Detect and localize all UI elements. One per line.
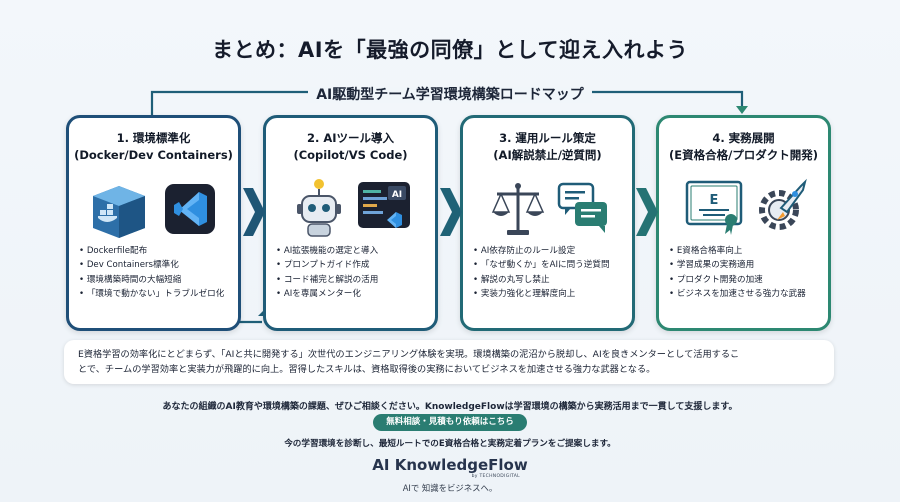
- card-2-title: 2. AIツール導入: [306, 131, 395, 145]
- card-1-heading: 1. 環境標準化 (Docker/Dev Containers): [69, 130, 238, 164]
- list-item: Dev Containers標準化: [79, 258, 239, 272]
- docker-icon: [93, 184, 215, 238]
- scales-icon: [491, 183, 545, 235]
- chevron-right-icon: [243, 188, 265, 236]
- list-item: プロダクト開発の加速: [669, 273, 829, 287]
- roadmap-card-4: 4. 実務展開 (E資格合格/プロダクト開発) E E資格合格率向上: [656, 115, 831, 331]
- list-item: 解説の丸写し禁止: [473, 273, 633, 287]
- brand-logo: AI KnowledgeFlow: [372, 456, 528, 474]
- summary-line-2: とで、チームの学習効率と実装力が飛躍的に向上。習得したスキルは、資格取得後の実務…: [78, 364, 656, 375]
- summary-line-1: E資格学習の効率化にとどまらず、「AIと共に開発する」次世代のエンジニアリング体…: [78, 349, 740, 360]
- card-3-icon-art: [491, 182, 607, 235]
- certificate-letter: E: [710, 193, 719, 208]
- list-item: プロンプトガイド作成: [276, 258, 436, 272]
- ai-badge: AI: [392, 190, 402, 200]
- card-1-bullets: Dockerfile配布 Dev Containers標準化 環境構築時間の大幅…: [79, 244, 239, 302]
- card-4-bullets: E資格合格率向上 学習成果の実務適用 プロダクト開発の加速 ビジネスを加速させる…: [669, 244, 829, 302]
- list-item: Dockerfile配布: [79, 244, 239, 258]
- roadmap-card-2: 2. AIツール導入 (Copilot/VS Code) A: [263, 115, 438, 331]
- page-title: まとめ：AIを「最強の同僚」として迎え入れよう: [212, 38, 688, 62]
- robot-icon: [297, 179, 341, 237]
- card-3-icons: [463, 178, 632, 240]
- diagnosis-text: 今の学習環境を診断し、最短ルートでのE資格合格と実務定着プランをご提案します。: [284, 439, 616, 449]
- card-4-icons: E: [659, 178, 828, 240]
- list-item: AI依存防止のルール設定: [473, 244, 633, 258]
- card-2-subtitle: (Copilot/VS Code): [293, 148, 408, 162]
- card-2-icon-art: AI: [297, 179, 410, 237]
- card-4-heading: 4. 実務展開 (E資格合格/プロダクト開発): [659, 130, 828, 164]
- list-item: 実装力強化と理解度向上: [473, 287, 633, 301]
- chat-bubbles-icon: [557, 182, 607, 233]
- card-2-bullets: AI拡張機能の選定と導入 プロンプトガイド作成 コード補完と解説の活用 AIを専…: [276, 244, 436, 302]
- brand-sub: by TECHNODIGITAL: [471, 474, 520, 479]
- rocket-gear-icon: [759, 178, 807, 230]
- list-item: 「環境で動かない」トラブルゼロ化: [79, 287, 239, 301]
- card-3-subtitle: (AI解説禁止/逆質問): [493, 148, 602, 162]
- card-3-bullets: AI依存防止のルール設定 「なぜ動くか」をAIに問う逆質問 解説の丸写し禁止 実…: [473, 244, 633, 302]
- card-1-icons: [69, 178, 238, 240]
- tagline: AIで 知識をビジネスへ。: [402, 483, 498, 493]
- card-4-title: 4. 実務展開: [712, 131, 775, 145]
- card-4-icon-art: E: [685, 178, 807, 235]
- chevron-right-icon: [440, 188, 462, 236]
- chevron-right-icon: [636, 188, 658, 236]
- list-item: 「なぜ動くか」をAIに問う逆質問: [473, 258, 633, 272]
- list-item: コード補完と解説の活用: [276, 273, 436, 287]
- roadmap-card-3: 3. 運用ルール策定 (AI解説禁止/逆質問): [460, 115, 635, 331]
- list-item: AI拡張機能の選定と導入: [276, 244, 436, 258]
- summary-box: E資格学習の効率化にとどまらず、「AIと共に開発する」次世代のエンジニアリング体…: [64, 340, 834, 384]
- card-4-subtitle: (E資格合格/プロダクト開発): [668, 148, 819, 162]
- card-1-subtitle: (Docker/Dev Containers): [74, 148, 233, 162]
- free-consultation-button[interactable]: 無料相談・見積もり依頼はこちら: [373, 414, 527, 431]
- list-item: ビジネスを加速させる強力な武器: [669, 287, 829, 301]
- roadmap-card-1: 1. 環境標準化 (Docker/Dev Containers) Dockerf…: [66, 115, 241, 331]
- roadmap-title: AI駆動型チーム学習環境構築ロードマップ: [0, 84, 900, 104]
- consultation-text: あなたの組織のAI教育や環境構築の課題、ぜひご相談ください。KnowledgeF…: [162, 402, 738, 412]
- card-2-heading: 2. AIツール導入 (Copilot/VS Code): [266, 130, 435, 164]
- card-2-icons: AI: [266, 178, 435, 240]
- card-1-title: 1. 環境標準化: [116, 131, 191, 145]
- certificate-icon: E: [685, 180, 743, 235]
- list-item: AIを専属メンター化: [276, 287, 436, 301]
- list-item: 環境構築時間の大幅短縮: [79, 273, 239, 287]
- card-3-heading: 3. 運用ルール策定 (AI解説禁止/逆質問): [463, 130, 632, 164]
- list-item: 学習成果の実務適用: [669, 258, 829, 272]
- ai-code-editor-icon: AI: [358, 182, 410, 228]
- card-3-title: 3. 運用ルール策定: [499, 131, 596, 145]
- list-item: E資格合格率向上: [669, 244, 829, 258]
